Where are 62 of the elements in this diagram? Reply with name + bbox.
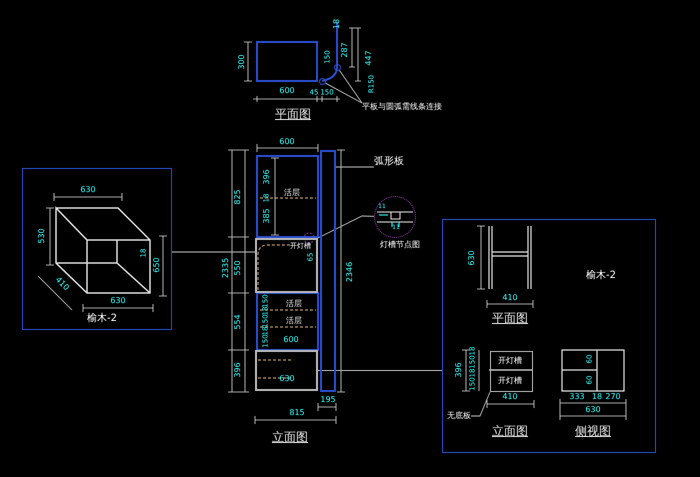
cabinet-compartment <box>255 238 318 293</box>
detail-panel <box>22 168 172 330</box>
dimension-label: 396 <box>263 169 271 185</box>
dimension-label: 825 <box>234 189 242 205</box>
dimension-label: 333 <box>569 393 585 401</box>
dimension-label: 815 <box>289 409 305 417</box>
dimension-label: 396 <box>455 362 463 378</box>
dimension-label: 287 <box>341 42 349 58</box>
dimension-label: 650 <box>153 257 161 273</box>
dimension-label: 600 <box>283 336 299 344</box>
leader-line <box>325 82 362 104</box>
leader-line <box>336 166 374 168</box>
groove-label: 开灯槽 <box>498 377 522 385</box>
dimension-label: 530 <box>38 228 46 244</box>
dimension-label: 630 <box>468 250 476 266</box>
dimension-label: 447 <box>365 50 373 66</box>
connection-circle <box>334 64 341 71</box>
leader-line <box>318 216 374 238</box>
dimension-label: 630 <box>110 297 126 305</box>
dimension-label: 18 <box>333 18 341 30</box>
dimension-label: 2335 <box>222 258 230 278</box>
leader-line <box>339 70 362 104</box>
dimension-label: 270 <box>605 393 621 401</box>
dimension-label: 554 <box>234 314 242 330</box>
shelf-label: 活层 <box>286 300 302 308</box>
material-label: 榆木-2 <box>586 271 616 281</box>
leader-line <box>470 392 490 416</box>
detail-circle <box>374 196 416 238</box>
dimension-label: 630 <box>279 375 295 383</box>
note-text: 无底板 <box>447 412 471 420</box>
note-text: 弧形板 <box>374 157 404 167</box>
connection-circle <box>319 78 326 85</box>
detail-panel <box>442 219 656 453</box>
dimension-label: 410 <box>502 294 518 302</box>
dimension-label: 385 <box>263 208 271 224</box>
dimension-label: 600 <box>279 138 295 146</box>
note-text: 平板与圆弧需线条连接 <box>362 103 442 111</box>
groove-label: 开灯槽 <box>498 357 522 365</box>
drawer-box <box>490 351 533 392</box>
dimension-label: 410 <box>502 393 518 401</box>
dimension-label: 630 <box>80 186 96 194</box>
dimension-label: 410 <box>54 276 70 292</box>
material-label: 榆木-2 <box>87 314 117 324</box>
dimension-label: 550 <box>234 260 242 276</box>
view-title: 平面图 <box>275 108 311 120</box>
leader-line <box>318 370 442 371</box>
detail-caption: 灯槽节点图 <box>380 241 420 249</box>
dimension-label: 195 <box>320 396 336 404</box>
dimension-label: 2346 <box>346 262 354 282</box>
dimension-label: 396 <box>234 362 242 378</box>
dimension-label: 300 <box>238 54 246 70</box>
side-panel <box>320 150 336 392</box>
view-title: 立面图 <box>272 431 308 443</box>
cabinet-compartment <box>255 350 318 391</box>
dimension-label: 630 <box>585 406 601 414</box>
shelf-label: 活层 <box>286 317 302 325</box>
shelf-label: 活层 <box>284 189 300 197</box>
view-title: 侧视图 <box>575 425 611 437</box>
dimension-label: 600 <box>279 87 295 95</box>
view-title: 立面图 <box>492 425 528 437</box>
dimension-label: 18 <box>592 393 602 401</box>
view-title: 平面图 <box>492 312 528 324</box>
